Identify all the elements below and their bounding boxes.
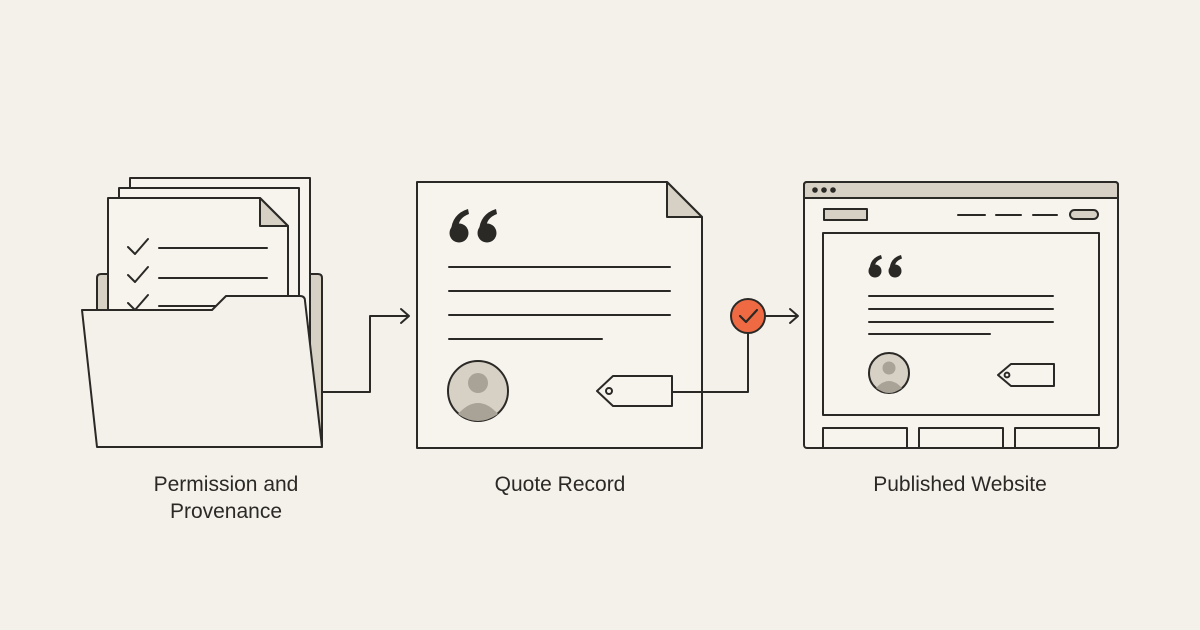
connector-2: [671, 298, 799, 393]
connector-line: [671, 332, 749, 393]
check-icon: [127, 266, 149, 283]
tag-icon: [997, 363, 1055, 387]
browser-window-icon: [803, 181, 1119, 449]
connector-line: [321, 315, 409, 393]
footer-block: [1014, 427, 1100, 449]
avatar-icon: [868, 352, 910, 394]
arrow-right-icon: [789, 308, 799, 324]
stage-label-published-website: Published Website: [873, 473, 1047, 496]
stage-label-permission-provenance: Permission and Provenance: [153, 473, 299, 523]
avatar-icon: [447, 360, 509, 422]
arrow-right-icon: [400, 308, 410, 324]
content-panel: [822, 232, 1100, 416]
footer-block: [822, 427, 908, 449]
quote-document-icon: [416, 181, 703, 449]
document-corner-fold: [259, 197, 289, 227]
approval-check-icon: [730, 298, 766, 334]
window-controls-icon: [812, 187, 836, 193]
folder-front: [81, 295, 323, 448]
quote-mark-icon: [868, 255, 902, 278]
browser-title-bar: [803, 181, 1119, 199]
footer-block: [918, 427, 1004, 449]
stage-label-quote-record: Quote Record: [494, 473, 626, 496]
tag-icon: [596, 375, 673, 407]
connector-1: [321, 308, 410, 393]
folder-with-checklist-documents-icon: [81, 177, 323, 448]
site-logo-block: [823, 208, 868, 221]
nav-button-pill: [1069, 209, 1099, 220]
quote-document-corner-fold: [666, 181, 703, 218]
quote-mark-icon: [449, 209, 497, 243]
check-icon: [127, 238, 149, 255]
